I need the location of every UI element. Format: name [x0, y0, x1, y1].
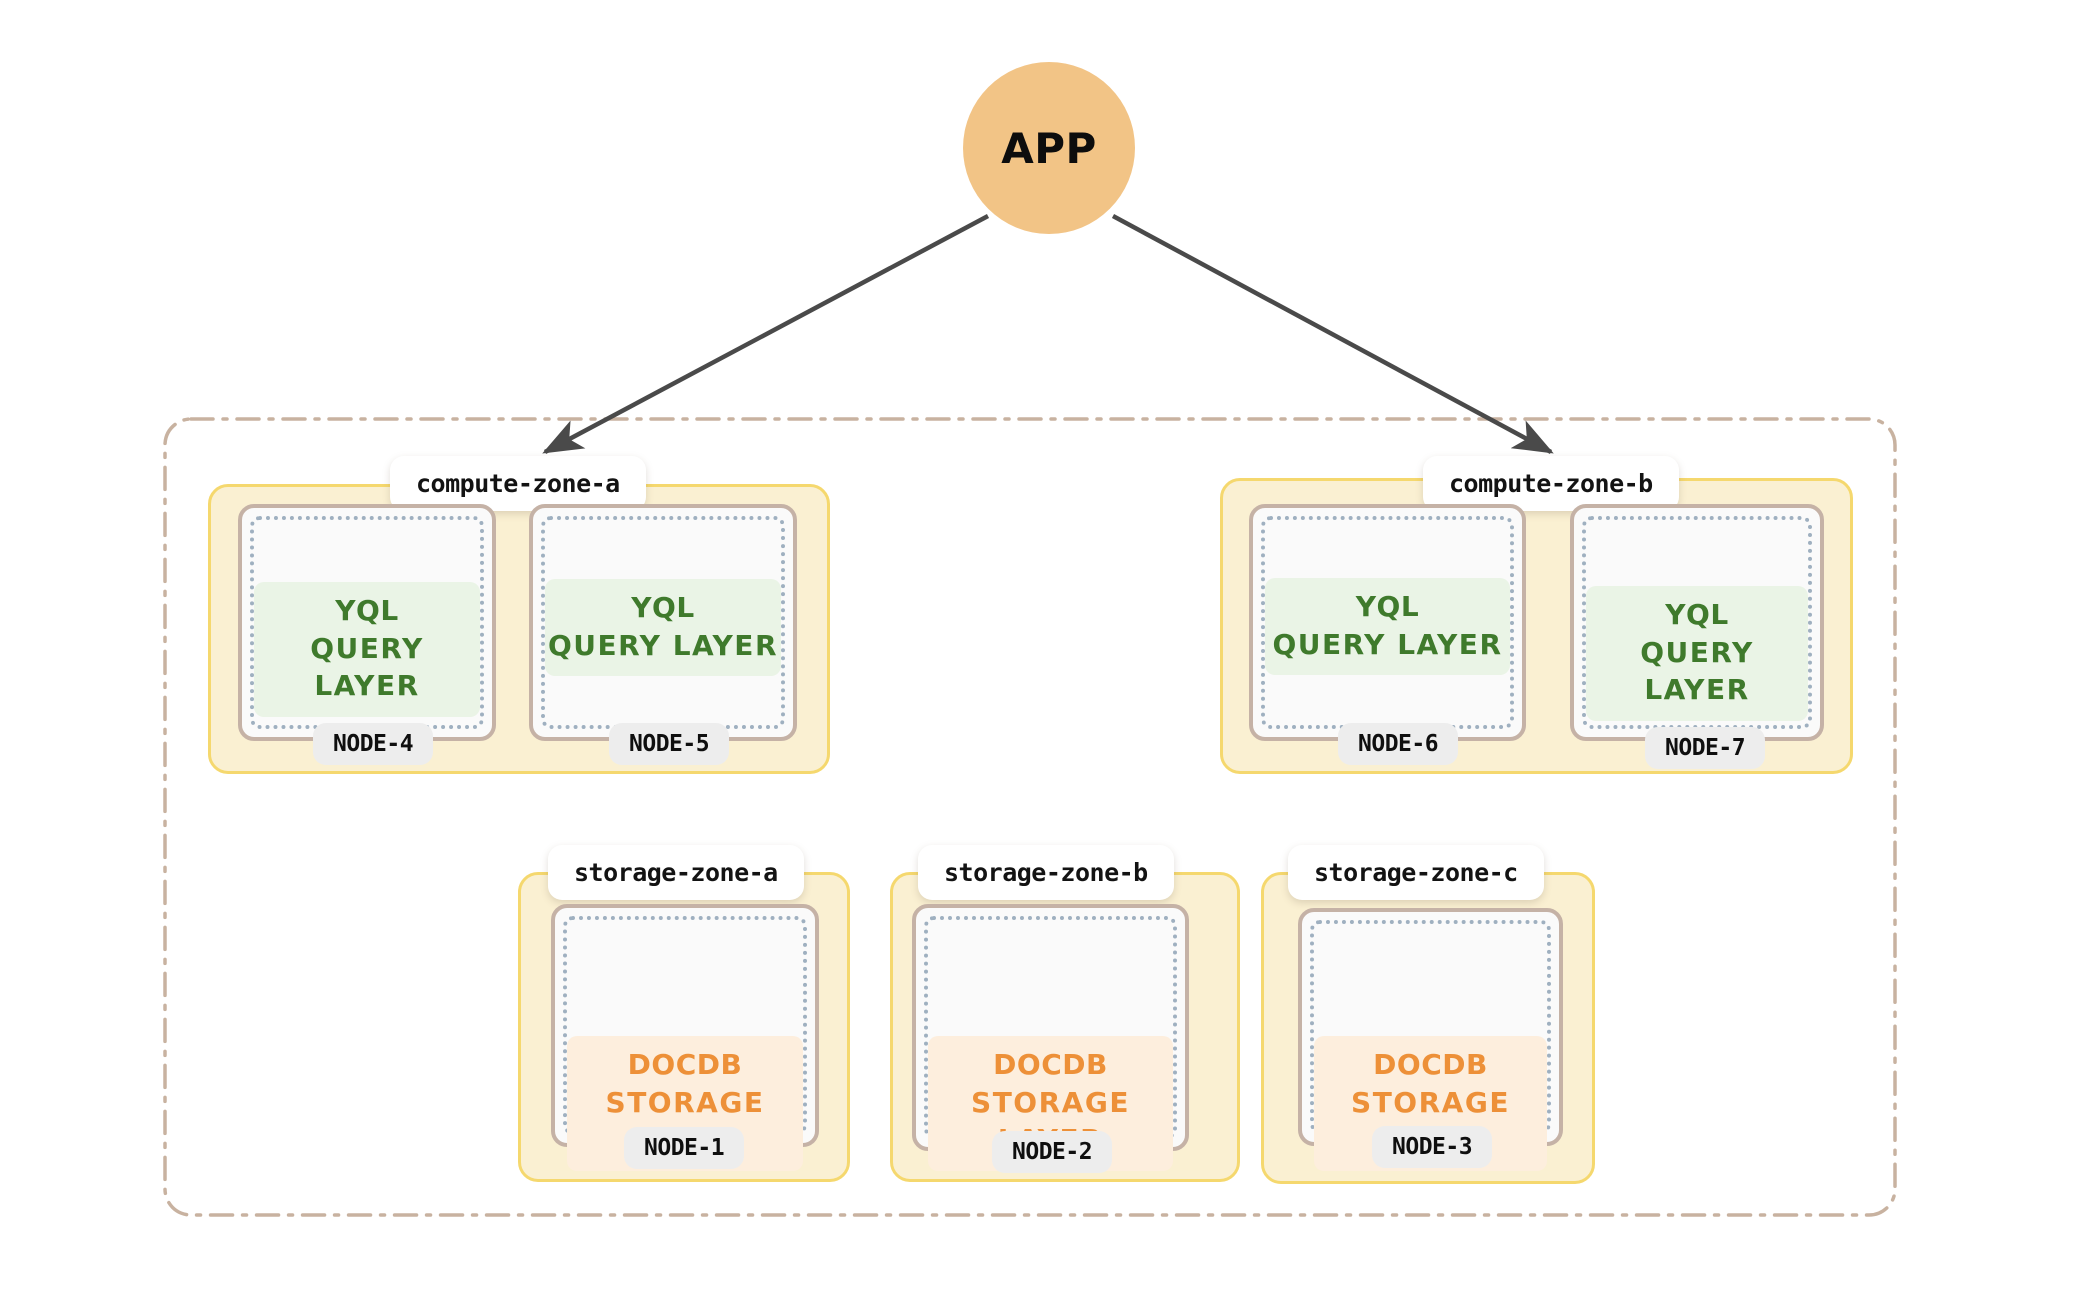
zone-label-compute-zone-b: compute-zone-b: [1423, 456, 1679, 511]
node-box-node-1[interactable]: DOCDB STORAGE LAYER: [551, 904, 819, 1171]
layer-line-2: QUERY LAYER: [1272, 627, 1503, 661]
layer-line-2: QUERY LAYER: [310, 631, 424, 703]
zone-label-compute-zone-a: compute-zone-a: [390, 456, 646, 511]
node-box-node-4[interactable]: YQL QUERY LAYER: [238, 504, 496, 741]
node-box-node-5[interactable]: YQL QUERY LAYER: [529, 504, 797, 741]
zone-label-storage-zone-c: storage-zone-c: [1288, 845, 1544, 900]
node-box-node-3[interactable]: DOCDB STORAGE LAYER: [1298, 908, 1563, 1171]
layer-line-1: DOCDB: [993, 1048, 1108, 1081]
layer-line-1: YQL: [335, 594, 399, 627]
node-box-node-6[interactable]: YQL QUERY LAYER: [1249, 504, 1526, 741]
layer-line-1: YQL: [1355, 590, 1420, 623]
zone-label-storage-zone-b: storage-zone-b: [918, 845, 1174, 900]
layer-line-2: QUERY LAYER: [547, 628, 778, 662]
node-box-node-7[interactable]: YQL QUERY LAYER: [1570, 504, 1824, 741]
layer-line-1: DOCDB: [627, 1048, 743, 1081]
node-box-node-2[interactable]: DOCDB STORAGE LAYER: [912, 904, 1189, 1171]
layer-line-1: DOCDB: [1373, 1048, 1488, 1081]
app-node[interactable]: APP: [963, 62, 1135, 234]
zone-label-storage-zone-a: storage-zone-a: [548, 845, 804, 900]
layer-line-2: QUERY LAYER: [1640, 635, 1754, 707]
app-node-label: APP: [1001, 123, 1097, 173]
layer-line-1: YQL: [1665, 598, 1729, 631]
node-badge-node-1: NODE-1: [624, 1127, 745, 1169]
layer-yql-node-5: YQL QUERY LAYER: [545, 579, 781, 677]
node-badge-node-5: NODE-5: [609, 723, 730, 765]
node-badge-node-7: NODE-7: [1645, 727, 1766, 769]
layer-yql-node-4: YQL QUERY LAYER: [254, 582, 480, 717]
layer-yql-node-7: YQL QUERY LAYER: [1586, 586, 1808, 721]
node-badge-node-2: NODE-2: [992, 1131, 1113, 1173]
cluster-boundary: [163, 417, 1897, 1217]
layer-yql-node-6: YQL QUERY LAYER: [1265, 578, 1510, 676]
node-badge-node-6: NODE-6: [1338, 723, 1459, 765]
node-badge-node-4: NODE-4: [313, 723, 434, 765]
layer-line-1: YQL: [631, 591, 695, 624]
node-badge-node-3: NODE-3: [1372, 1126, 1493, 1168]
